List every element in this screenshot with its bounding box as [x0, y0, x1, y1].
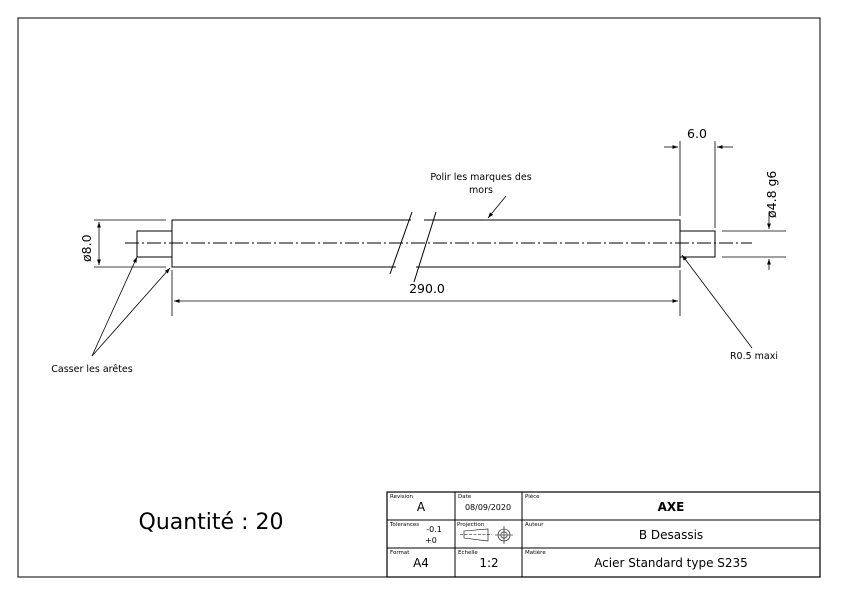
scale-label: Echelle — [458, 550, 478, 556]
break-edges-note: Casser les arêtes — [51, 256, 171, 375]
end-length-label: 6.0 — [687, 126, 707, 141]
revision-label: Revision — [390, 494, 413, 500]
end-diameter-dimension — [722, 212, 786, 270]
quantity-label: Quantité : 20 — [139, 510, 284, 535]
format-value: A4 — [413, 556, 429, 570]
part-label: Pièce — [525, 493, 540, 500]
break-lines — [389, 211, 437, 283]
polish-note: Polir les marques des mors — [430, 172, 532, 219]
length-dimension — [171, 270, 681, 316]
tolerance-minus: -0.1 — [426, 525, 442, 534]
tolerances-label: Tolerances — [389, 522, 419, 528]
date-value: 08/09/2020 — [465, 503, 511, 512]
material-label: Matière — [525, 549, 546, 556]
projection-label: Projection — [457, 522, 485, 528]
scale-value: 1:2 — [479, 556, 498, 570]
shaft-outline — [136, 219, 716, 268]
overall-length-label: 290.0 — [409, 281, 445, 296]
svg-text:mors: mors — [469, 185, 493, 196]
title-block — [386, 491, 821, 578]
projection-symbol-icon — [460, 526, 513, 544]
sheet-border — [17, 17, 821, 578]
left-diameter-dimension — [94, 219, 166, 268]
author-label: Auteur — [525, 522, 544, 528]
radius-note: R0.5 maxi — [681, 254, 778, 362]
svg-text:Casser les arêtes: Casser les arêtes — [51, 364, 133, 375]
format-label: Format — [390, 550, 410, 556]
svg-text:R0.5 maxi: R0.5 maxi — [730, 351, 778, 362]
end-length-dimension — [664, 141, 733, 228]
tolerance-plus: +0 — [425, 536, 437, 545]
date-label: Date — [458, 494, 472, 500]
author-value: B Desassis — [639, 528, 703, 542]
shaft-diameter-label: ø8.0 — [79, 234, 94, 262]
material-value: Acier Standard type S235 — [594, 556, 748, 570]
revision-value: A — [417, 500, 426, 514]
svg-text:Polir les marques des: Polir les marques des — [430, 172, 531, 183]
part-value: AXE — [658, 500, 685, 514]
end-diameter-label: ø4.8 g6 — [764, 171, 779, 218]
